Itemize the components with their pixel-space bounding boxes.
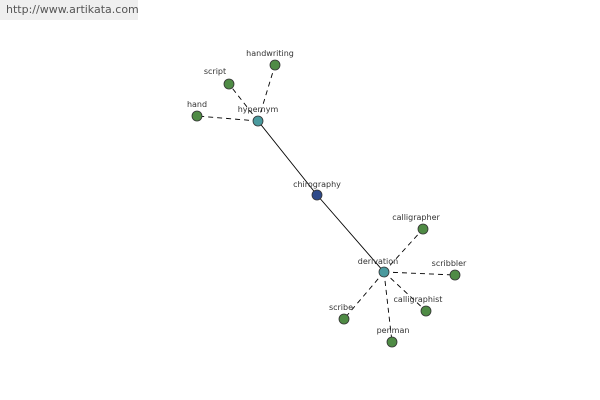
node-scribbler[interactable]: scribbler <box>432 259 467 281</box>
node-label-hypernym[interactable]: hypernym <box>238 105 279 114</box>
edges-layer <box>196 64 456 343</box>
node-label-script[interactable]: script <box>204 67 226 76</box>
node-script[interactable]: script <box>204 67 235 90</box>
word-node-icon[interactable] <box>386 336 398 348</box>
word-node-icon[interactable] <box>417 223 429 235</box>
edge-derivation-calligraphist <box>383 271 427 312</box>
word-node-icon[interactable] <box>223 78 235 90</box>
edge-chirography-derivation <box>316 194 385 273</box>
node-label-penman[interactable]: penman <box>377 326 410 335</box>
word-node-icon[interactable] <box>420 305 432 317</box>
edge-hypernym-handwriting <box>257 64 276 122</box>
node-label-chirography[interactable]: chirography <box>293 180 341 189</box>
edge-derivation-scribe <box>343 271 385 320</box>
node-label-calligrapher[interactable]: calligrapher <box>392 213 440 222</box>
node-label-scribbler[interactable]: scribbler <box>432 259 467 268</box>
node-label-calligraphist[interactable]: calligraphist <box>394 295 443 304</box>
word-node-icon[interactable] <box>449 269 461 281</box>
node-label-handwriting[interactable]: handwriting <box>246 49 294 58</box>
node-label-derivation[interactable]: derivation <box>358 257 398 266</box>
word-node-icon[interactable] <box>269 59 281 71</box>
node-calligraphist[interactable]: calligraphist <box>394 295 443 317</box>
edge-hypernym-hand <box>196 115 259 122</box>
word-node-icon[interactable] <box>338 313 350 325</box>
node-derivation[interactable]: derivation <box>358 257 398 278</box>
node-handwriting[interactable]: handwriting <box>246 49 294 71</box>
node-label-hand[interactable]: hand <box>187 100 207 109</box>
nodes-layer: chirography hypernym derivation script handw… <box>187 49 467 348</box>
edge-derivation-calligrapher <box>383 228 424 273</box>
relation-node-icon[interactable] <box>252 115 264 127</box>
node-penman[interactable]: penman <box>377 326 410 348</box>
edge-derivation-penman <box>383 271 393 343</box>
node-calligrapher[interactable]: calligrapher <box>392 213 441 235</box>
edge-hypernym-script <box>228 83 259 122</box>
word-node-icon[interactable] <box>191 110 203 122</box>
edge-derivation-scribbler <box>383 271 456 276</box>
node-hypernym[interactable]: hypernym <box>238 105 279 127</box>
node-hand[interactable]: hand <box>187 100 207 122</box>
relation-node-icon[interactable] <box>378 266 390 278</box>
word-node-icon[interactable] <box>311 189 323 201</box>
node-label-scribe[interactable]: scribe <box>329 303 353 312</box>
source-link[interactable]: http://www.artikata.com <box>0 0 139 20</box>
node-chirography[interactable]: chirography <box>293 180 341 201</box>
node-scribe[interactable]: scribe <box>329 303 353 325</box>
edge-hypernym-chirography <box>257 120 318 196</box>
